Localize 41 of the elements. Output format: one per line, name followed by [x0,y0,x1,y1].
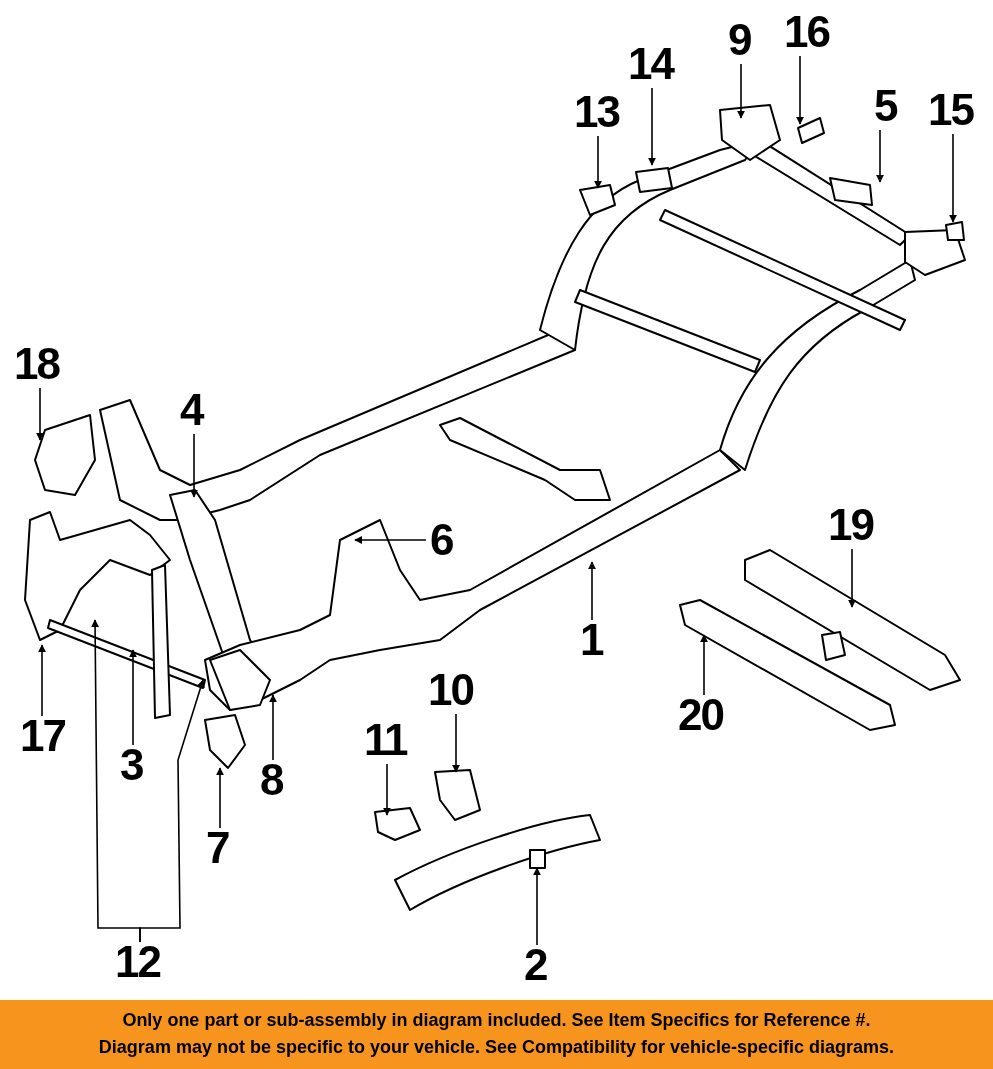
callout-number: 17 [20,714,65,758]
leader-line [533,867,541,946]
callout-number: 20 [678,693,723,737]
callout-number: 7 [206,826,229,870]
callout-number: 14 [628,42,673,86]
callout-number: 5 [874,84,897,128]
callout-number: 15 [928,88,973,132]
callout-number: 16 [784,10,829,54]
leader-line [36,387,44,441]
callout-number: 11 [364,718,407,762]
callout-number: 12 [115,940,160,984]
leader-line [648,87,656,166]
callout-number: 8 [260,758,283,802]
leader-line [700,634,708,696]
leader-line [383,763,391,816]
callout-number: 2 [524,943,547,987]
leader-line [594,135,602,189]
callout-number: 6 [430,518,453,562]
leader-line [216,767,224,829]
leader-line [737,63,745,119]
callout-number: 13 [574,90,619,134]
leader-line [876,129,884,183]
leader-line [269,694,277,761]
leader-line [848,548,856,608]
callout-number: 1 [580,618,603,662]
leader-line [139,679,205,943]
leader-line [452,713,460,773]
leader-line [949,133,957,223]
disclaimer-banner: Only one part or sub-assembly in diagram included. See Item Specifics for Reference #. Diagram may not be specific to your vehicle. See Compatibility for vehicle-specific diagrams. [0,1000,993,1069]
leader-line [354,536,427,544]
leader-line [129,649,137,746]
leader-line [38,644,46,717]
callout-number: 9 [728,18,751,62]
leader-line [190,433,198,498]
callout-number: 3 [120,743,143,787]
callout-number: 19 [828,503,873,547]
leader-line [796,55,804,125]
leader-line [588,561,596,621]
callout-number: 18 [14,342,59,386]
callout-number: 4 [180,388,203,432]
callout-number: 10 [428,668,473,712]
